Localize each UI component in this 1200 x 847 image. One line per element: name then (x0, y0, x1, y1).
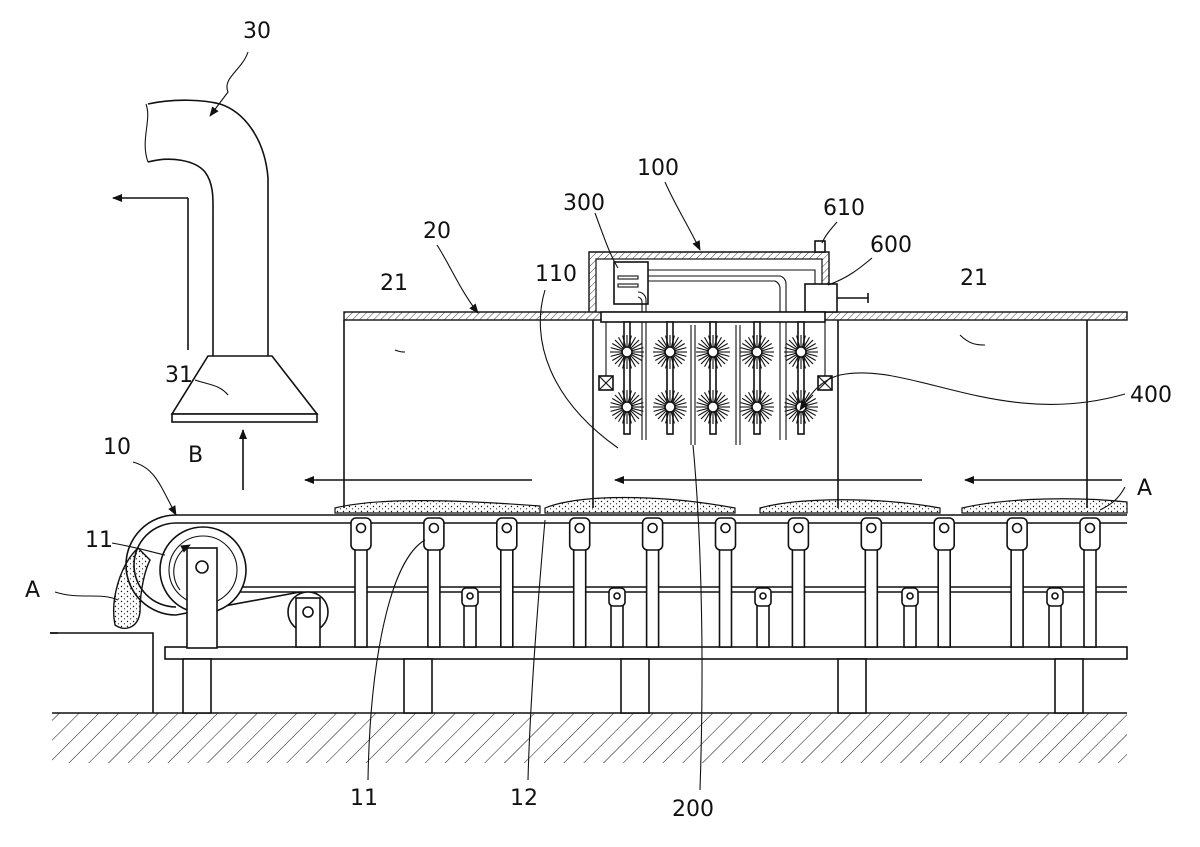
roller (570, 518, 590, 647)
label-20: 20 (423, 219, 451, 244)
ground (52, 713, 1127, 763)
conveyor-belt (126, 515, 1127, 615)
label-21-left: 21 (380, 271, 408, 296)
rotary-brush (610, 390, 644, 424)
roller (351, 518, 371, 647)
label-610: 610 (823, 196, 865, 221)
label-b: B (188, 443, 203, 468)
roller (497, 518, 517, 647)
rotary-brush (784, 390, 818, 424)
label-300: 300 (563, 191, 605, 216)
label-12: 12 (510, 786, 538, 811)
return-roller (609, 588, 625, 647)
exhaust-duct-30 (145, 100, 268, 356)
roller (1007, 518, 1027, 647)
label-200: 200 (672, 797, 714, 822)
return-roller (902, 588, 918, 647)
label-10: 10 (103, 435, 131, 460)
roller (861, 518, 881, 647)
label-600: 600 (870, 233, 912, 258)
return-roller (755, 588, 771, 647)
hood-31 (172, 356, 317, 422)
label-a-right: A (1137, 476, 1152, 501)
roller (788, 518, 808, 647)
rotary-brush (784, 335, 818, 369)
rotary-brush (696, 390, 730, 424)
label-31: 31 (165, 363, 193, 388)
rotary-brush (653, 335, 687, 369)
label-21-right: 21 (960, 266, 988, 291)
material-on-belt (335, 498, 1127, 514)
lower-roller-group (462, 588, 1063, 647)
brush-column (740, 322, 774, 434)
brush-column (784, 322, 818, 434)
airflow-arrows (113, 198, 243, 490)
label-400: 400 (1130, 383, 1172, 408)
roller (643, 518, 663, 647)
label-110: 110 (535, 262, 577, 287)
label-30: 30 (243, 19, 271, 44)
rotary-brush (740, 335, 774, 369)
brush-column (653, 322, 687, 434)
return-roller (462, 588, 478, 647)
label-100: 100 (637, 156, 679, 181)
rotary-brush (740, 390, 774, 424)
label-11-left: 11 (85, 528, 113, 553)
material-a-falling (114, 548, 150, 628)
brush-column (696, 322, 730, 434)
head-pulley (160, 527, 246, 648)
roller (1080, 518, 1100, 647)
rotary-brush (653, 390, 687, 424)
tension-pulley (288, 592, 328, 647)
roller (716, 518, 736, 647)
brush-column (610, 322, 644, 434)
label-11-bottom: 11 (350, 786, 378, 811)
rotary-brush (610, 335, 644, 369)
roller (934, 518, 954, 647)
inlet-base (50, 633, 153, 713)
roller (424, 518, 444, 647)
brush-group-400 (601, 312, 825, 434)
rotary-brush (696, 335, 730, 369)
label-a-left: A (25, 578, 40, 603)
return-roller (1047, 588, 1063, 647)
